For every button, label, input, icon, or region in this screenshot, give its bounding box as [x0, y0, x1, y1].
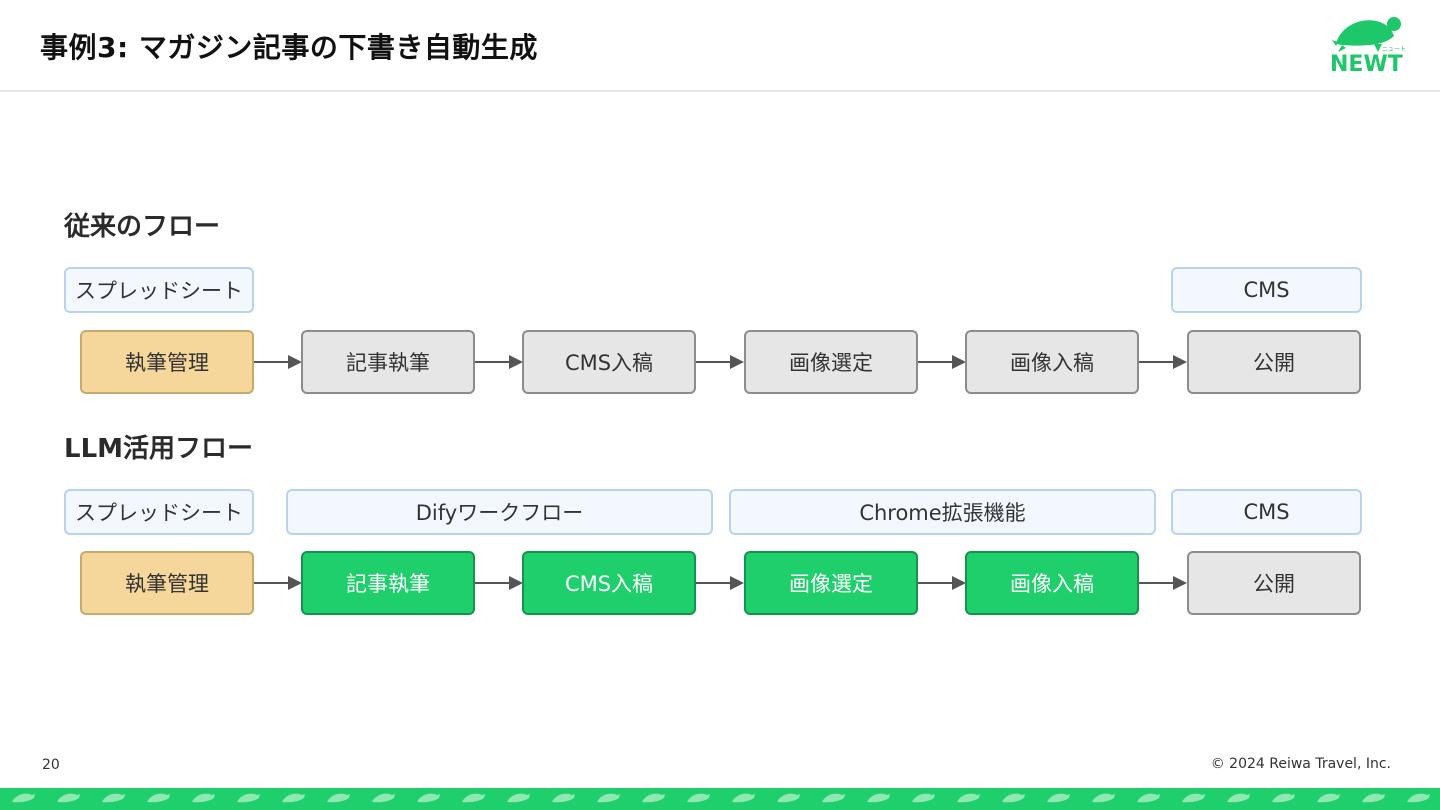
flow-arrow [918, 355, 966, 369]
tool-label-spreadsheet: スプレッドシート [64, 267, 254, 313]
flow-arrow [254, 576, 302, 590]
turtle-pattern-icon [462, 793, 485, 803]
section-title-llm: LLM活用フロー [64, 434, 254, 464]
flow-arrow [696, 355, 744, 369]
section-title-traditional: 従来のフロー [64, 212, 221, 242]
turtle-pattern-icon [912, 793, 935, 803]
turtle-pattern-icon [507, 793, 530, 803]
turtle-logo-icon [1332, 17, 1401, 52]
turtle-pattern-icon [1002, 793, 1025, 803]
turtle-pattern-icon [282, 793, 305, 803]
logo-subtext: ニュート [1382, 46, 1407, 53]
flow-arrow [1139, 355, 1187, 369]
flow-step-image-selection: 画像選定 [744, 330, 918, 394]
turtle-pattern-icon [777, 793, 800, 803]
flow-step-article-writing: 記事執筆 [301, 330, 475, 394]
turtle-pattern-icon [237, 793, 260, 803]
flow-arrow [1139, 576, 1187, 590]
flow-step-writing-management: 執筆管理 [80, 330, 254, 394]
logo-text: NEWT [1330, 52, 1403, 77]
turtle-pattern-icon [12, 793, 35, 803]
turtle-pattern-icon [1407, 793, 1430, 803]
turtle-pattern-icon [867, 793, 890, 803]
turtle-pattern-icon [1272, 793, 1295, 803]
tool-label-cms: CMS [1171, 267, 1362, 313]
newt-logo: ニュート NEWT [1330, 14, 1410, 78]
turtle-pattern-icon [57, 793, 80, 803]
copyright-text: © 2024 Reiwa Travel, Inc. [1210, 756, 1391, 772]
tool-label-spreadsheet: スプレッドシート [64, 489, 254, 535]
turtle-pattern-icon [1047, 793, 1070, 803]
slide-header: 事例3: マガジン記事の下書き自動生成 ニュート NEWT [0, 0, 1440, 92]
turtle-pattern-icon [147, 793, 170, 803]
flow-step-publish: 公開 [1187, 551, 1361, 615]
tool-label-dify-workflow: Difyワークフロー [286, 489, 713, 535]
turtle-pattern-icon [732, 793, 755, 803]
flow-arrow [475, 576, 523, 590]
tool-label-cms: CMS [1171, 489, 1362, 535]
flow-step-image-selection: 画像選定 [744, 551, 918, 615]
flow-step-publish: 公開 [1187, 330, 1361, 394]
flow-step-writing-management: 執筆管理 [80, 551, 254, 615]
turtle-pattern-icon [417, 793, 440, 803]
turtle-pattern-icon [192, 793, 215, 803]
flow-arrow [918, 576, 966, 590]
turtle-pattern-icon [1137, 793, 1160, 803]
turtle-pattern-icon [102, 793, 125, 803]
tool-label-chrome-extension: Chrome拡張機能 [729, 489, 1156, 535]
turtle-pattern-icon [552, 793, 575, 803]
flow-step-image-entry: 画像入稿 [965, 551, 1139, 615]
flow-arrow [475, 355, 523, 369]
turtle-pattern-icon [1317, 793, 1340, 803]
turtle-pattern-icon [957, 793, 980, 803]
turtle-pattern-icon [1362, 793, 1385, 803]
flow-step-image-entry: 画像入稿 [965, 330, 1139, 394]
turtle-pattern-icon [822, 793, 845, 803]
turtle-pattern-icon [597, 793, 620, 803]
turtle-pattern-icon [1092, 793, 1115, 803]
turtle-pattern-icon [687, 793, 710, 803]
flow-step-cms-entry: CMS入稿 [522, 551, 696, 615]
flow-step-cms-entry: CMS入稿 [522, 330, 696, 394]
turtle-pattern-icon [327, 793, 350, 803]
footer-pattern-band [0, 788, 1440, 810]
slide-title: 事例3: マガジン記事の下書き自動生成 [40, 31, 538, 64]
flow-arrow [254, 355, 302, 369]
flow-arrow [696, 576, 744, 590]
turtle-pattern-icon [372, 793, 395, 803]
flow-step-article-writing: 記事執筆 [301, 551, 475, 615]
turtle-pattern-icon [1227, 793, 1250, 803]
page-number: 20 [42, 757, 60, 773]
turtle-pattern-icon [642, 793, 665, 803]
turtle-pattern-icon [1182, 793, 1205, 803]
